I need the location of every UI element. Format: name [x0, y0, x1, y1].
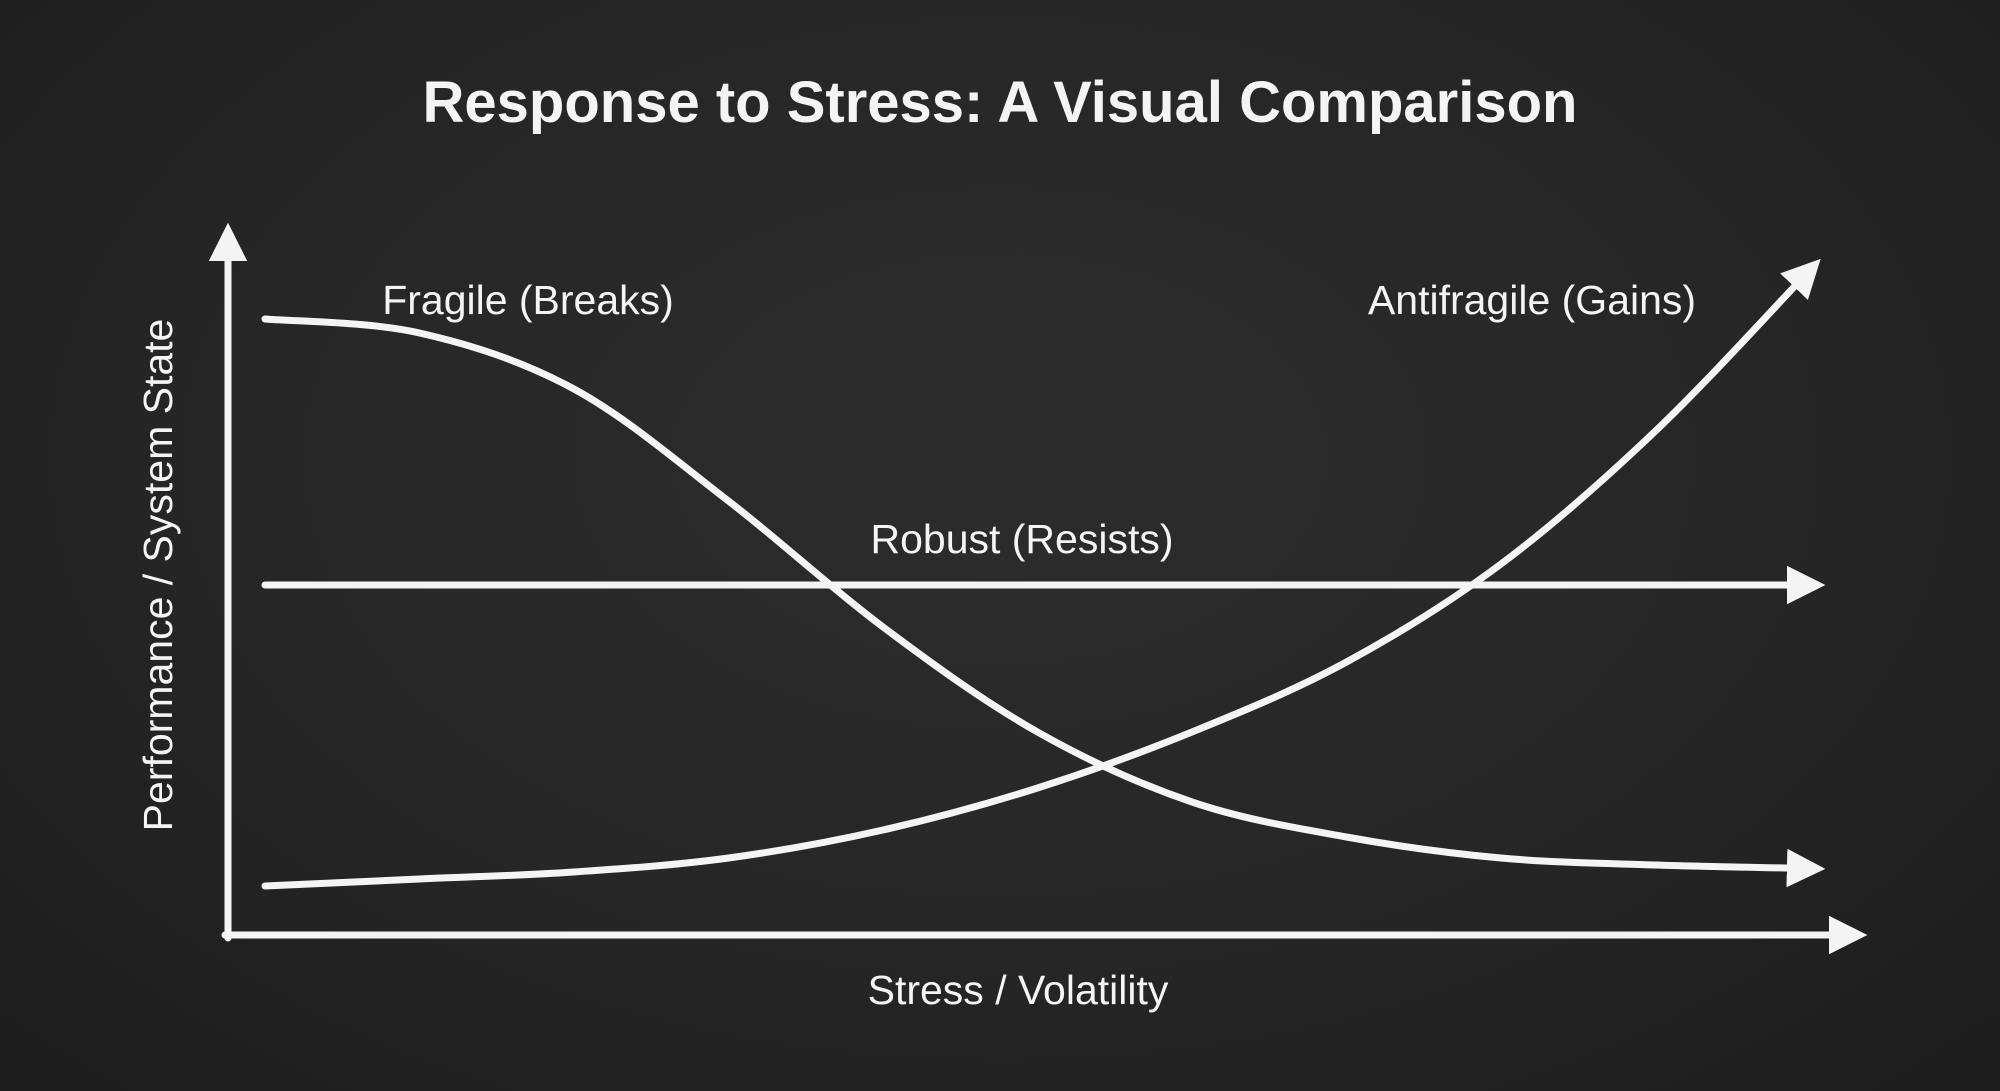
series-label-robust: Robust (Resists) — [870, 516, 1173, 562]
series-line-antifragile — [261, 258, 1821, 890]
series-line-fragile — [261, 315, 1826, 888]
series-label-fragile: Fragile (Breaks) — [382, 277, 674, 323]
y-axis-label: Performance / System State — [135, 319, 181, 832]
x-axis-label: Stress / Volatility — [868, 967, 1169, 1013]
series-label-antifragile: Antifragile (Gains) — [1368, 277, 1696, 323]
chart-title: Response to Stress: A Visual Comparison — [423, 70, 1578, 135]
